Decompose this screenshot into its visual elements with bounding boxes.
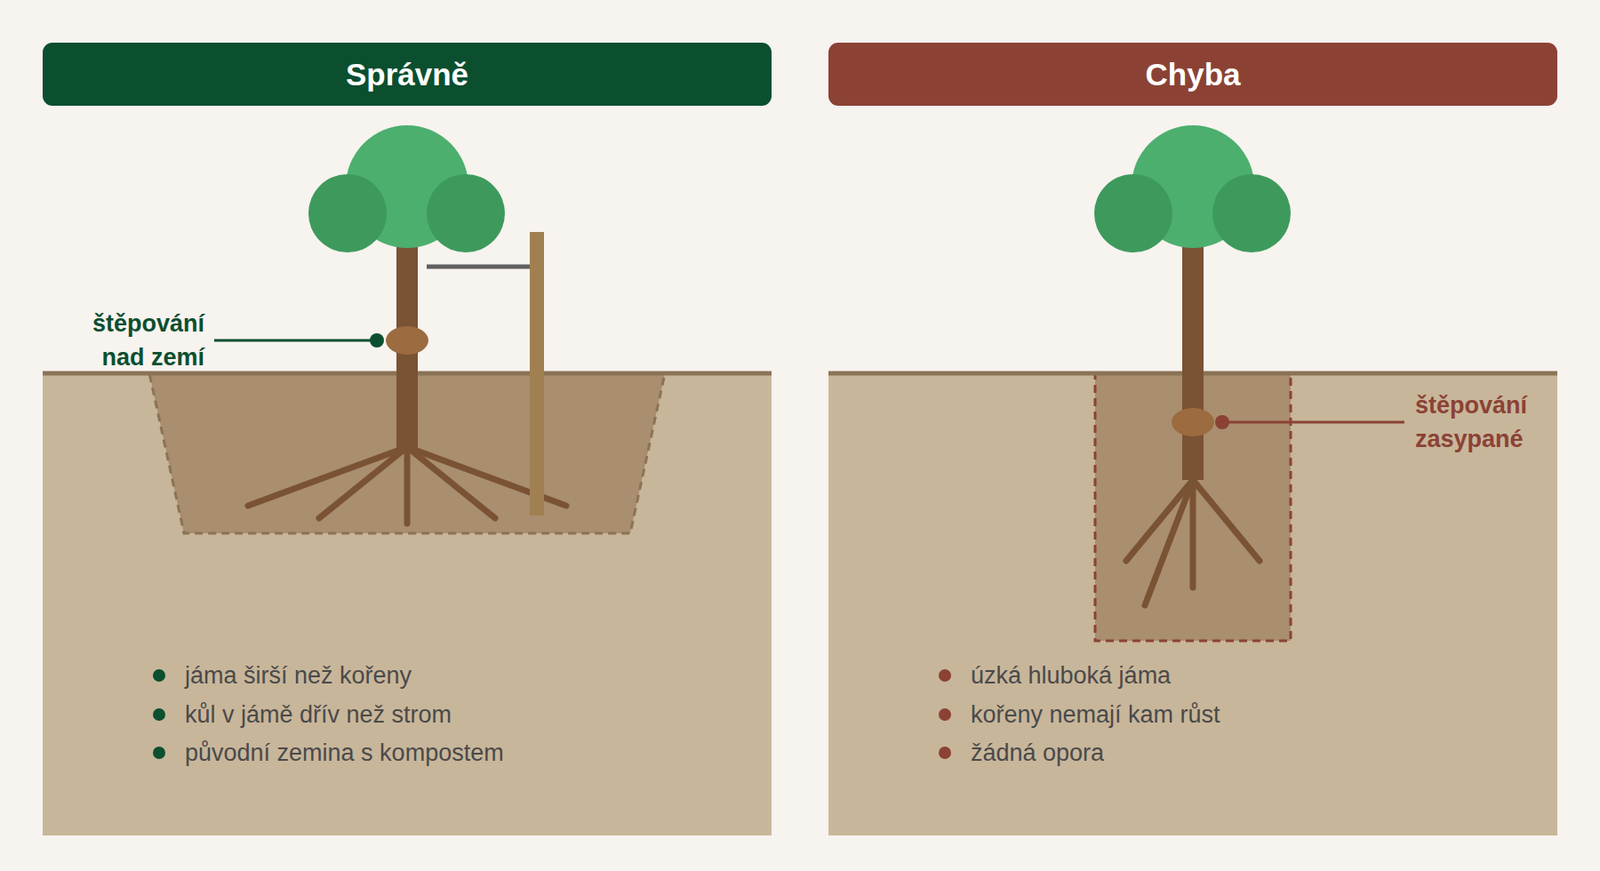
roots [1126, 480, 1260, 606]
root [319, 447, 408, 519]
bullet-dot [152, 669, 166, 682]
bullet-dot [152, 746, 166, 760]
bullet-text: úzká hluboká jáma [970, 661, 1504, 690]
root [1192, 480, 1260, 561]
crown [1094, 174, 1173, 253]
leader-dot [369, 333, 384, 348]
crown [1212, 174, 1291, 253]
header-text: Správně [345, 56, 469, 93]
bullet-text: žádná opora [970, 738, 1504, 768]
bullet-dot [938, 746, 952, 760]
bullet-dot [938, 708, 952, 721]
header-band: Chyba [828, 42, 1558, 106]
graft-union [385, 326, 429, 355]
leader-dot [1215, 415, 1230, 430]
leader-line [214, 339, 377, 343]
bullet-text: původní zemina s kompostem [184, 738, 719, 768]
bullet-text: jáma širší než kořeny [184, 661, 719, 690]
root [407, 447, 496, 519]
trunk [1182, 240, 1204, 480]
root [248, 447, 408, 506]
stake [529, 232, 544, 516]
header-band: Správně [42, 42, 772, 106]
crown [426, 174, 505, 253]
bullet-text: kořeny nemají kam růst [970, 700, 1504, 729]
bullet-dot [938, 669, 952, 682]
root [404, 447, 411, 524]
tie [426, 264, 530, 270]
root [1190, 480, 1197, 588]
graft-union [1171, 408, 1215, 437]
callout-label: štěpování zasypané [1415, 388, 1558, 456]
leader-line [1222, 421, 1405, 424]
header-text: Chyba [1145, 56, 1241, 93]
roots [248, 447, 567, 524]
crown [308, 174, 387, 253]
root [1144, 480, 1193, 606]
bullet-text: kůl v jámě dřív než strom [184, 700, 719, 729]
callout-label: štěpování nad zemí [62, 306, 205, 375]
root [1126, 480, 1193, 561]
bullet-dot [152, 708, 166, 721]
planting-pit [1095, 373, 1291, 641]
